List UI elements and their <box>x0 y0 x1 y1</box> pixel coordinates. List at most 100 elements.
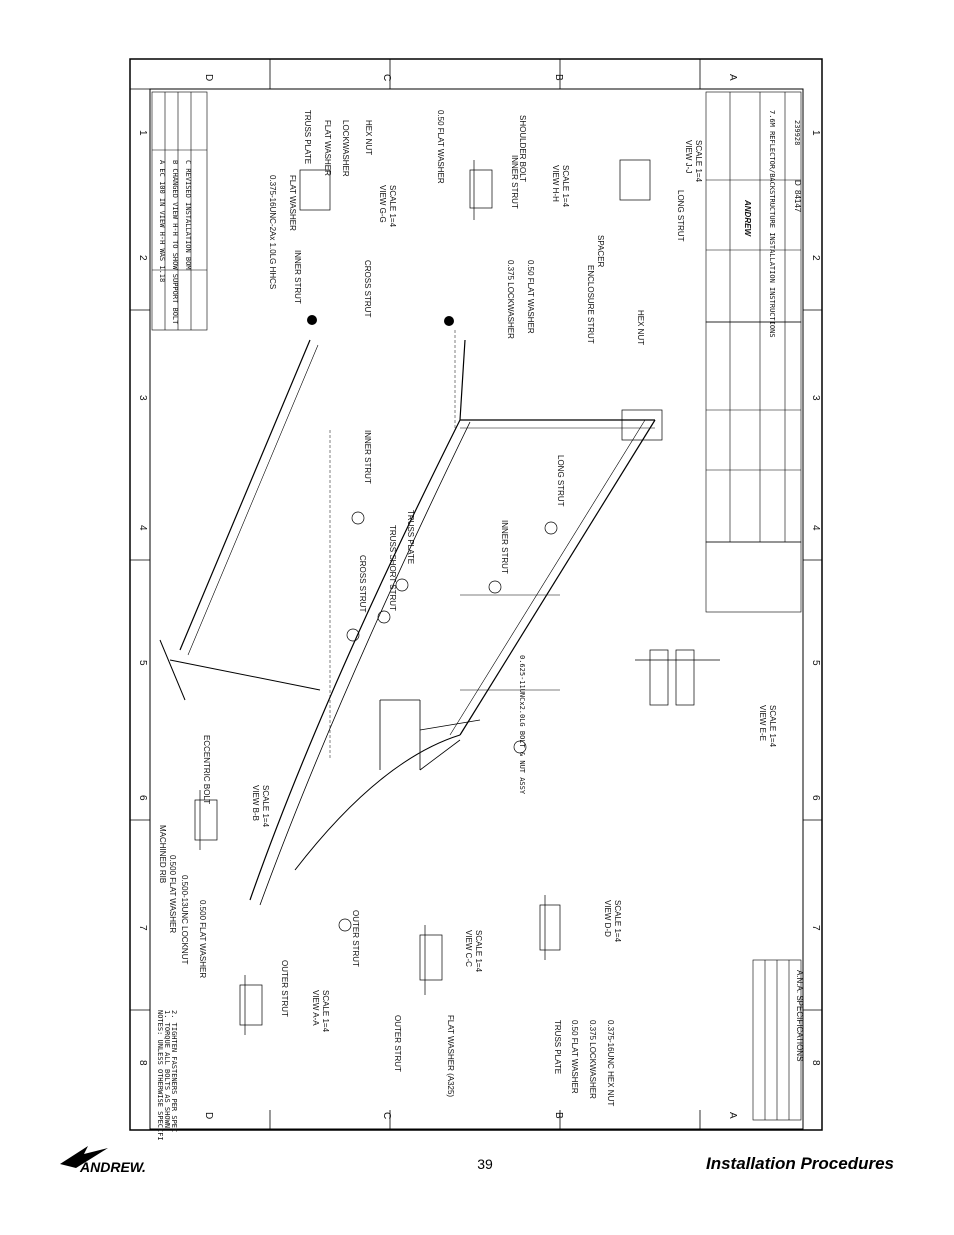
specs-block <box>752 959 802 1121</box>
view-c-c: VIEW C-C <box>464 930 473 967</box>
grid-num-1-right: 1 <box>810 130 821 136</box>
title-company: ANDREW <box>743 199 752 237</box>
svg-text:NOTES: UNLESS OTHERWISE SPECIF: NOTES: UNLESS OTHERWISE SPECIFIED <box>156 1010 164 1140</box>
detail-sketches <box>194 159 720 1035</box>
title-text: 7.6M REFLECTOR/BACKSTRUCTURE INSTALLATIO… <box>768 110 776 338</box>
note-flat-washer-a325: FLAT WASHER (A325) <box>446 1015 455 1097</box>
specs-label: A.N.A. SPECIFICATIONS <box>795 970 804 1061</box>
grid-num-5-right: 5 <box>810 660 821 666</box>
grid-num-4: 4 <box>137 525 148 531</box>
note-inner-strut-r: INNER STRUT <box>293 250 302 304</box>
note-lockwasher-r: LOCKWASHER <box>341 120 350 177</box>
grid-labels: 1 2 3 4 5 6 7 8 1 2 3 4 5 6 7 8 D C B A … <box>137 74 821 1119</box>
grid-num-8: 8 <box>137 1060 148 1066</box>
callout-inner-strut: INNER STRUT <box>363 430 372 484</box>
grid-num-7: 7 <box>137 925 148 931</box>
note-375-lockwasher-r: 0.375 LOCKWASHER <box>506 260 515 339</box>
center-mark-1 <box>307 315 317 325</box>
andrew-logo: ANDREW. <box>58 1142 173 1176</box>
note-shoulder-bolt-r: SHOULDER BOLT <box>518 115 527 182</box>
callout-long-strut: LONG STRUT <box>556 455 565 507</box>
view-b-b-scale: SCALE 1=4 <box>261 785 270 828</box>
grid-letter-d-bottom: D <box>203 1112 214 1119</box>
grid-letter-d: D <box>203 74 214 81</box>
grid-letter-c-bottom: C <box>381 1112 392 1119</box>
callout-cross-strut: CROSS STRUT <box>358 555 367 612</box>
note-inner-strut-r2: INNER STRUT <box>510 155 519 209</box>
title-block <box>705 91 802 613</box>
engineering-drawing: 1 2 3 4 5 6 7 8 1 2 3 4 5 6 7 8 D C B A … <box>129 58 823 1140</box>
note-flat-washer-r1: FLAT WASHER <box>288 175 297 231</box>
view-g-g: VIEW G-G <box>378 185 387 223</box>
callout-inner-strut-2: INNER STRUT <box>500 520 509 574</box>
note-flat-washer-1: 0.500 FLAT WASHER <box>168 855 177 933</box>
grid-num-6: 6 <box>137 795 148 801</box>
grid-num-8-right: 8 <box>810 1060 821 1066</box>
revision-text: A EC 100 IN VIEW H-H WAS 1.18 B CHANGED … <box>158 160 192 325</box>
svg-text:1. TORQUE ALL BOLTS AS SHOWN: 1. TORQUE ALL BOLTS AS SHOWN <box>163 1010 171 1128</box>
svg-text:C REVISED INSTALLATION BOM: C REVISED INSTALLATION BOM <box>184 160 192 270</box>
grid-num-7-right: 7 <box>810 925 821 931</box>
svg-text:A EC 100 IN VIEW H-H WAS 1.18: A EC 100 IN VIEW H-H WAS 1.18 <box>158 160 166 282</box>
note-machined-rib: MACHINED RIB <box>158 825 167 883</box>
left-notes: MACHINED RIB ECCENTRIC BOLT 0.500 FLAT W… <box>158 735 615 1106</box>
note-hhcs: 0.375-16UNC-2Ax 1.0LG HHCS <box>268 175 277 289</box>
callout-bolt-assy: 0.625-11UNCx2.0LG BOLT & NUT ASSY <box>518 655 526 795</box>
note-050-washer-r: 0.50 FLAT WASHER <box>436 110 445 184</box>
grid-num-3: 3 <box>137 395 148 401</box>
svg-text:B CHANGED VIEW H-H TO SHOW SU: B CHANGED VIEW H-H TO SHOW SUPPORT BOLT <box>171 160 179 325</box>
grid-letter-b-bottom: B <box>553 1112 564 1119</box>
center-mark-2 <box>444 316 454 326</box>
callout-truss-short: TRUSS SHORT STRUT <box>388 525 397 611</box>
grid-letter-a-bottom: A <box>727 1112 738 1119</box>
right-notes: 0.375-16UNC-2Ax 1.0LG HHCS FLAT WASHER T… <box>268 110 685 345</box>
note-enclosure-strut-r: ENCLOSURE STRUT <box>586 265 595 344</box>
note-outer-strut-2: OUTER STRUT <box>393 1015 402 1072</box>
note-eccentric-bolt: ECCENTRIC BOLT <box>202 735 211 804</box>
grid-letter-a: A <box>727 74 738 81</box>
note-locknut: 0.500-13UNC LOCKNUT <box>180 875 189 964</box>
note-050-washer: 0.50 FLAT WASHER <box>570 1020 579 1094</box>
grid-ticks <box>130 59 822 1130</box>
grid-num-3-right: 3 <box>810 395 821 401</box>
revision-block <box>151 91 208 331</box>
note-truss-plate-r: TRUSS PLATE <box>303 110 312 164</box>
note-375-hex-nut: 0.375-16UNC HEX NUT <box>606 1020 615 1106</box>
view-b-b: VIEW B-B <box>251 785 260 821</box>
section-title: Installation Procedures <box>706 1154 894 1173</box>
view-j-j: VIEW J-J <box>684 140 693 173</box>
view-h-h-scale: SCALE 1=4 <box>561 165 570 208</box>
view-g-g-scale: SCALE 1=4 <box>388 185 397 228</box>
grid-num-2: 2 <box>137 255 148 261</box>
view-d-d: VIEW D-D <box>603 900 612 937</box>
note-truss-plate: TRUSS PLATE <box>553 1020 562 1074</box>
note-375-lockwasher: 0.375 LOCKWASHER <box>588 1020 597 1099</box>
grid-num-2-right: 2 <box>810 255 821 261</box>
backstructure-frame <box>159 330 656 906</box>
view-j-j-scale: SCALE 1=4 <box>694 140 703 183</box>
page-number: 39 <box>477 1156 493 1172</box>
note-050-flat-r: 0.50 FLAT WASHER <box>526 260 535 334</box>
title-drawing-no: 84147 <box>793 190 802 213</box>
title-block-text: ANDREW 7.6M REFLECTOR/BACKSTRUCTURE INST… <box>743 110 802 338</box>
view-d-d-scale: SCALE 1=4 <box>613 900 622 943</box>
view-e-e-scale: SCALE 1=4 <box>768 705 777 748</box>
note-flat-washer-r2: FLAT WASHER <box>323 120 332 176</box>
title-sheet: 239928 <box>793 120 801 145</box>
grid-letter-c: C <box>381 74 392 81</box>
note-long-strut-r: LONG STRUT <box>676 190 685 242</box>
grid-letter-b: B <box>553 74 564 81</box>
view-e-e: VIEW E-E <box>758 705 767 741</box>
callout-truss-plate: TRUSS PLATE <box>406 510 415 564</box>
note-cross-strut-r: CROSS STRUT <box>363 260 372 317</box>
note-hex-nut-r2: HEX NUT <box>636 310 645 345</box>
view-a-a: VIEW A-A <box>311 990 320 1026</box>
title-size: D <box>793 180 802 186</box>
svg-text:2. TIGHTEN FASTENERS PER SPEC: 2. TIGHTEN FASTENERS PER SPEC <box>170 1010 178 1132</box>
view-c-c-scale: SCALE 1=4 <box>474 930 483 973</box>
grid-num-5: 5 <box>137 660 148 666</box>
view-a-a-scale: SCALE 1=4 <box>321 990 330 1033</box>
drawing-svg: 1 2 3 4 5 6 7 8 1 2 3 4 5 6 7 8 D C B A … <box>129 58 823 1140</box>
view-labels: VIEW A-A SCALE 1=4 VIEW B-B SCALE 1=4 VI… <box>251 140 777 1033</box>
note-spacer-r: SPACER <box>596 235 605 268</box>
